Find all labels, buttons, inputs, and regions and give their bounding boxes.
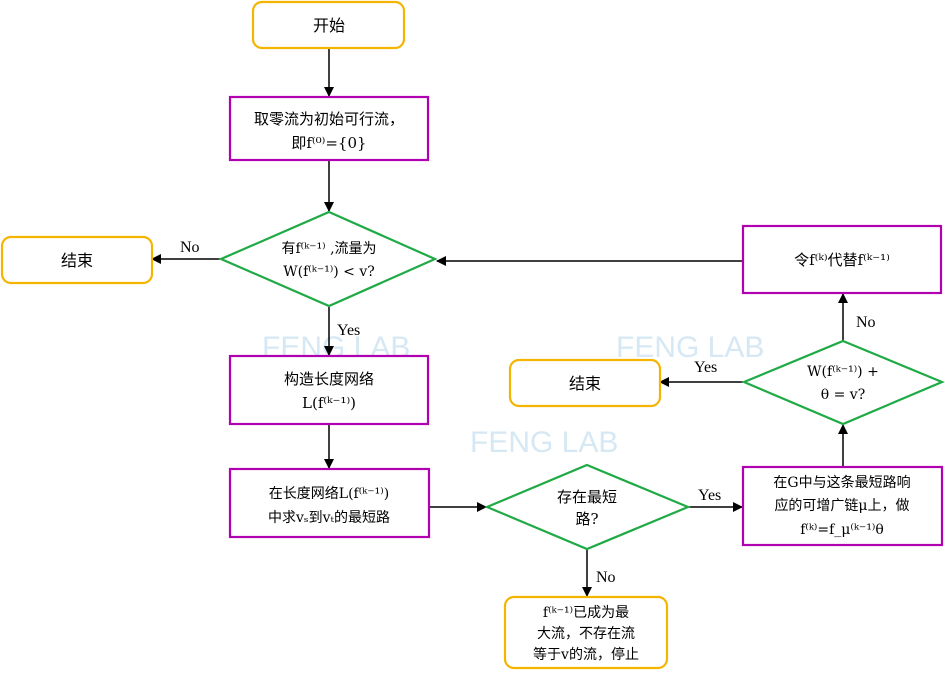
augment-text-line2: 应的可增广链μ上，做 bbox=[774, 497, 909, 514]
path-exists-text-line1: 存在最短 bbox=[557, 488, 617, 506]
check-flow-decision: 有f⁽ᵏ⁻¹⁾ ,流量为 W(f⁽ᵏ⁻¹⁾) < v? bbox=[218, 210, 438, 308]
label-no-path: No bbox=[596, 569, 616, 586]
start-node: 开始 bbox=[251, 0, 406, 50]
svg-text:FENG LAB: FENG LAB bbox=[470, 426, 618, 459]
check-value-decision: W(f⁽ᵏ⁻¹⁾) + θ = v? bbox=[741, 339, 945, 426]
shortest-path-text-line2: 中求vₛ到vₜ的最短路 bbox=[268, 510, 390, 526]
build-network-node: 构造长度网络 L(f⁽ᵏ⁻¹⁾) bbox=[228, 354, 430, 426]
watermark-2: FENG LAB bbox=[616, 331, 764, 364]
label-yes-down: Yes bbox=[337, 322, 360, 339]
check-flow-text-line2: W(f⁽ᵏ⁻¹⁾) < v? bbox=[283, 264, 375, 280]
watermark-3: FENG LAB bbox=[470, 426, 618, 459]
augment-text-line3: f⁽ᵏ⁾=f_μ⁽ᵏ⁻¹⁾θ bbox=[800, 522, 884, 538]
max-flow-text-line1: f⁽ᵏ⁻¹⁾已成为最 bbox=[543, 605, 629, 621]
end-left-text: 结束 bbox=[61, 251, 93, 270]
svg-text:FENG LAB: FENG LAB bbox=[616, 331, 764, 364]
path-exists-text-line2: 路? bbox=[575, 510, 598, 528]
check-value-text-line1: W(f⁽ᵏ⁻¹⁾) + bbox=[807, 364, 879, 380]
init-node: 取零流为初始可行流， 即f⁽⁰⁾={0} bbox=[228, 95, 430, 162]
check-value-text-line2: θ = v? bbox=[821, 387, 865, 403]
shortest-path-node: 在长度网络L(f⁽ᵏ⁻¹⁾) 中求vₛ到vₜ的最短路 bbox=[228, 467, 431, 539]
end-right-text: 结束 bbox=[569, 374, 601, 393]
build-network-text-line1: 构造长度网络 bbox=[284, 370, 374, 388]
end-left-node: 结束 bbox=[0, 235, 154, 285]
build-network-text-line2: L(f⁽ᵏ⁻¹⁾) bbox=[302, 394, 356, 412]
start-text: 开始 bbox=[313, 16, 345, 35]
augment-text-line1: 在G中与这条最短路响 bbox=[773, 474, 910, 491]
end-right-node: 结束 bbox=[508, 358, 662, 408]
label-yes-path: Yes bbox=[698, 487, 721, 504]
label-no-left: No bbox=[180, 239, 200, 256]
replace-text: 令f⁽ᵏ⁾代替f⁽ᵏ⁻¹⁾ bbox=[794, 251, 890, 269]
augment-node: 在G中与这条最短路响 应的可增广链μ上，做 f⁽ᵏ⁾=f_μ⁽ᵏ⁻¹⁾θ bbox=[741, 465, 944, 547]
max-flow-node: f⁽ᵏ⁻¹⁾已成为最 大流，不存在流 等于v的流，停止 bbox=[503, 595, 669, 670]
shortest-path-text-line1: 在长度网络L(f⁽ᵏ⁻¹⁾) bbox=[269, 486, 389, 502]
edges bbox=[151, 48, 848, 597]
init-text-line2: 即f⁽⁰⁾={0} bbox=[291, 134, 366, 152]
max-flow-text-line2: 大流，不存在流 bbox=[537, 626, 635, 642]
label-no-value: No bbox=[856, 314, 876, 331]
replace-node: 令f⁽ᵏ⁾代替f⁽ᵏ⁻¹⁾ bbox=[741, 224, 943, 295]
init-text-line1: 取零流为初始可行流， bbox=[254, 110, 404, 128]
path-exists-decision: 存在最短 路? bbox=[484, 463, 691, 551]
check-flow-text-line1: 有f⁽ᵏ⁻¹⁾ ,流量为 bbox=[281, 241, 376, 257]
label-yes-value: Yes bbox=[694, 359, 717, 376]
max-flow-text-line3: 等于v的流，停止 bbox=[533, 646, 639, 663]
